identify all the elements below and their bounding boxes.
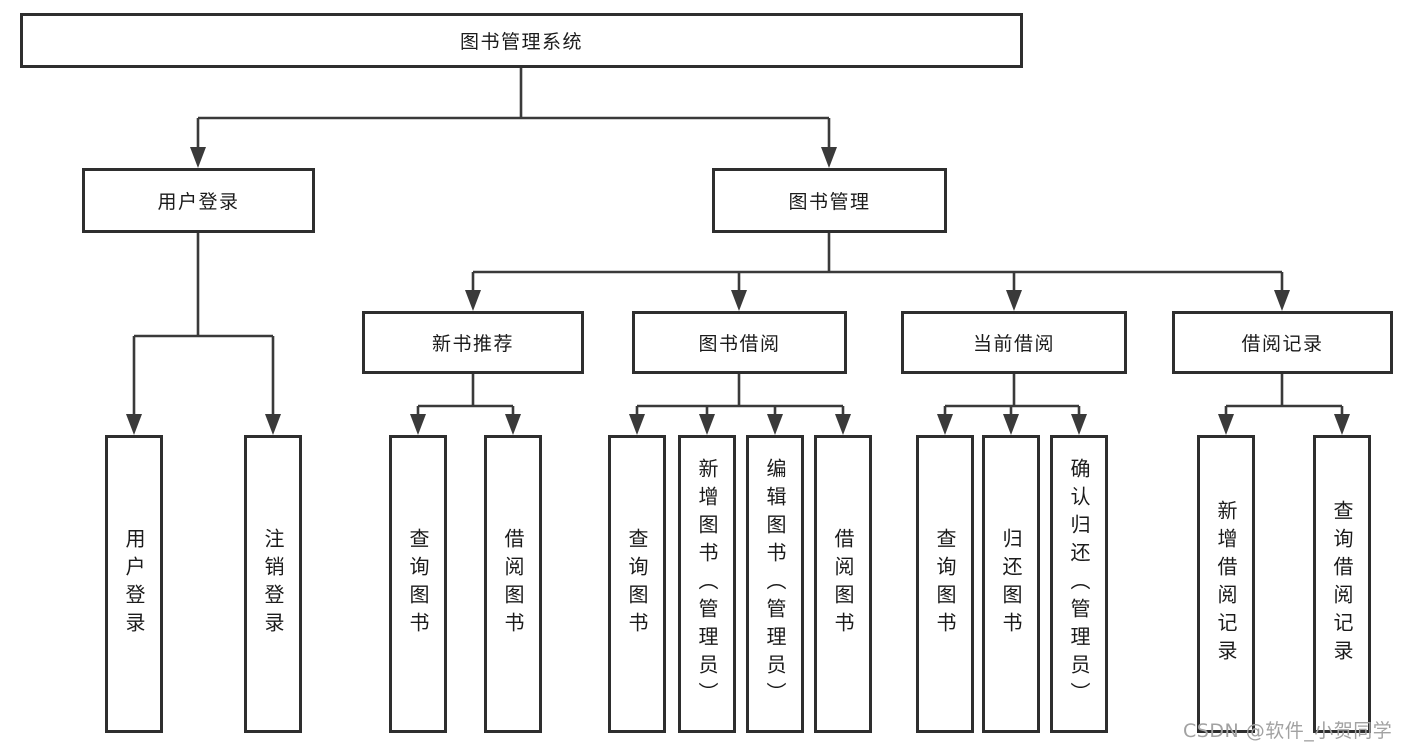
leaf-user-login-label: 用户登录 (122, 528, 146, 640)
node-current-borrowing-label: 当前借阅 (972, 333, 1055, 355)
leaf-current-query-books-label: 查询图书 (933, 528, 957, 640)
watermark: CSDN @软件_小贺同学 (1183, 720, 1393, 742)
leaf-current-return-books-label: 归还图书 (999, 528, 1023, 640)
leaf-records-query-record-label: 查询借阅记录 (1330, 500, 1354, 668)
leaf-current-query-books: 查询图书 (916, 435, 974, 733)
leaf-borrowing-borrow-books: 借阅图书 (814, 435, 872, 733)
node-current-borrowing: 当前借阅 (901, 311, 1127, 374)
node-book-management: 图书管理 (712, 168, 947, 233)
leaf-borrowing-edit-books-admin: 编辑图书（管理员） (746, 435, 804, 733)
leaf-newbook-borrow-books-label: 借阅图书 (501, 528, 525, 640)
leaf-borrowing-query-books-label: 查询图书 (625, 528, 649, 640)
leaf-newbook-borrow-books: 借阅图书 (484, 435, 542, 733)
node-user-login-label: 用户登录 (157, 191, 240, 213)
node-root-label: 图书管理系统 (459, 31, 583, 53)
leaf-user-login: 用户登录 (105, 435, 163, 733)
node-root: 图书管理系统 (20, 13, 1023, 68)
node-new-book-recommend-label: 新书推荐 (431, 333, 514, 355)
leaf-logout-label: 注销登录 (261, 528, 285, 640)
leaf-borrowing-query-books: 查询图书 (608, 435, 666, 733)
node-borrow-records: 借阅记录 (1172, 311, 1393, 374)
leaf-records-query-record: 查询借阅记录 (1313, 435, 1371, 733)
node-user-login: 用户登录 (82, 168, 315, 233)
node-book-borrowing: 图书借阅 (632, 311, 847, 374)
leaf-borrowing-add-books-admin-label: 新增图书（管理员） (695, 458, 719, 710)
leaf-borrowing-edit-books-admin-label: 编辑图书（管理员） (763, 458, 787, 710)
node-borrow-records-label: 借阅记录 (1241, 333, 1324, 355)
leaf-current-confirm-return-admin: 确认归还（管理员） (1050, 435, 1108, 733)
leaf-records-add-record: 新增借阅记录 (1197, 435, 1255, 733)
leaf-current-confirm-return-admin-label: 确认归还（管理员） (1067, 458, 1091, 710)
node-new-book-recommend: 新书推荐 (362, 311, 584, 374)
leaf-borrowing-borrow-books-label: 借阅图书 (831, 528, 855, 640)
leaf-current-return-books: 归还图书 (982, 435, 1040, 733)
leaf-records-add-record-label: 新增借阅记录 (1214, 500, 1238, 668)
leaf-borrowing-add-books-admin: 新增图书（管理员） (678, 435, 736, 733)
node-book-borrowing-label: 图书借阅 (698, 333, 781, 355)
node-book-management-label: 图书管理 (788, 191, 871, 213)
leaf-newbook-query-books-label: 查询图书 (406, 528, 430, 640)
leaf-newbook-query-books: 查询图书 (389, 435, 447, 733)
leaf-logout: 注销登录 (244, 435, 302, 733)
